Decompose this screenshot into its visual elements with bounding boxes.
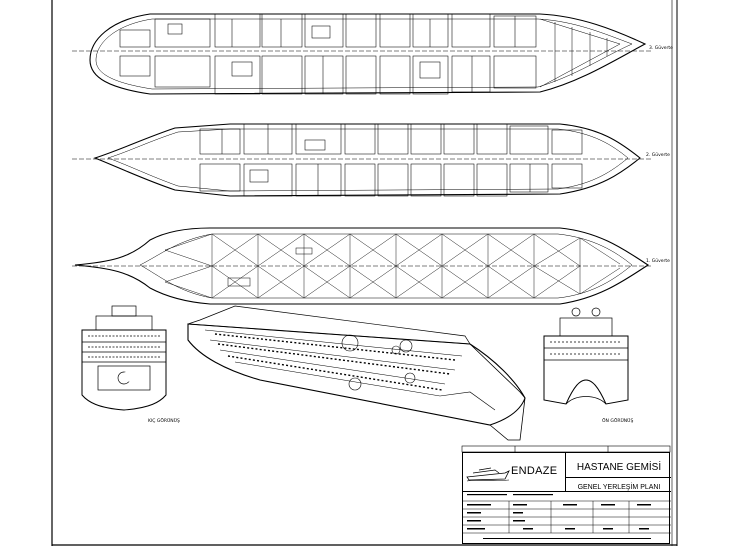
aft-stern-door [97,365,151,391]
deck3-plan [72,13,652,95]
deck1-hull-outline [74,227,650,305]
bow-view-label: ÖN GÖRÜNÜŞ [602,417,633,424]
bow-hull-outline [543,335,629,405]
deck2-label: 2. Güverte [646,152,670,158]
aft-window-row-1 [88,335,160,358]
deck3-hull-outline [89,13,647,95]
deck3-compartments [119,13,537,95]
tb-info-grid [463,494,671,539]
bow-elevation [543,307,629,405]
tb-project-underline [565,477,671,478]
ship-3d-windows [214,333,456,391]
ship-3d-view [187,305,526,441]
aft-view-label: KIÇ GÖRÜNÜŞ [148,417,180,424]
drawing-title: GENEL YERLEŞİM PLANI [577,484,661,491]
ship-logo-icon [466,467,510,482]
aft-superstructure [95,315,153,331]
ship-3d-bow [469,343,526,441]
deck3-label: 3. Güverte [649,45,673,51]
deck1-plan [72,227,652,305]
company-name: ENDAZE [511,465,558,477]
deck1-inner-outline [139,233,633,299]
deck1-tank [295,247,313,255]
bow-bulb [565,396,607,405]
helipad-icon [341,334,359,352]
deck3-bow-grid [539,18,621,88]
ship-3d-hull [187,323,526,426]
deck1-truss-grid [164,233,621,299]
aft-hull-outline [81,329,167,411]
deck2-plan [72,123,652,197]
aft-funnel [111,305,137,317]
project-title: HASTANE GEMİSİ [576,462,662,473]
deck2-inner-outline [107,128,629,192]
ship-3d-upper [204,329,463,397]
deck2-compartments [199,123,583,197]
tb-header-bottom [463,491,671,492]
aft-elevation [81,305,167,411]
deck2-hull-outline [93,123,641,197]
bow-superstructure [559,317,613,337]
deck1-label: 1. Güverte [646,258,670,264]
deck1-engine-block [227,277,251,287]
tb-vertical-divider [565,453,566,491]
ship-3d-deck [187,305,471,345]
deck3-inner-outline [95,18,633,90]
title-block: ENDAZE HASTANE GEMİSİ GENEL YERLEŞİM PLA… [462,452,671,544]
